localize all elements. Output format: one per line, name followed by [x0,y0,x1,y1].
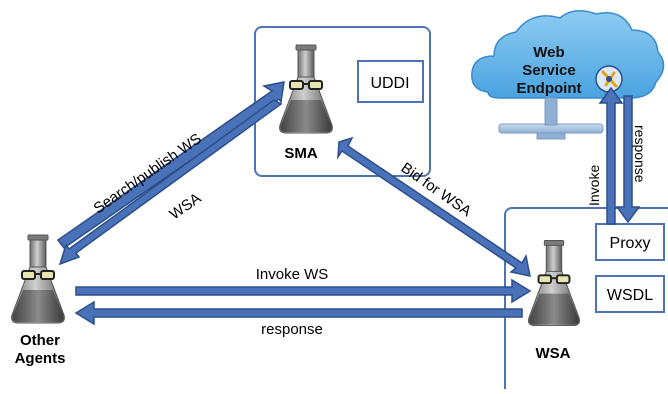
wsdl-label: WSDL [607,287,653,304]
edge-label-wsa: WSA [167,190,205,224]
arrow-search-publish [56,81,285,250]
other-agents-label-line2: Agents [15,350,66,367]
arrow-invoke-up [598,86,624,225]
uddi-label: UDDI [370,75,409,92]
wsdl-box [595,275,665,313]
proxy-box [595,223,665,261]
edge-label-invoke-up: Invoke [586,165,602,206]
server-rack-icon [498,97,604,140]
uddi-box [357,60,424,103]
edge-label-invoke-ws: Invoke WS [256,266,329,283]
arrow-bid [337,136,531,277]
edge-label-response: response [261,321,323,338]
cloud-line3: Endpoint [517,80,582,97]
wsa-label: WSA [536,345,571,362]
cloud-line1: Web [533,44,564,61]
other-agents-label-line1: Other [20,332,60,349]
sma-label: SMA [284,145,318,162]
proxy-label: Proxy [610,235,651,252]
arrow-response [74,300,523,326]
arrow-wsa-return [58,99,283,266]
cloud-line2: Service [522,62,575,79]
edge-label-response-down: response [632,125,648,183]
endpoint-plug-icon [595,65,623,93]
arrow-response-down [615,95,641,224]
arrows-group [56,81,641,326]
other-agents-flask-icon [10,233,66,325]
arrow-invoke-ws [75,278,532,304]
